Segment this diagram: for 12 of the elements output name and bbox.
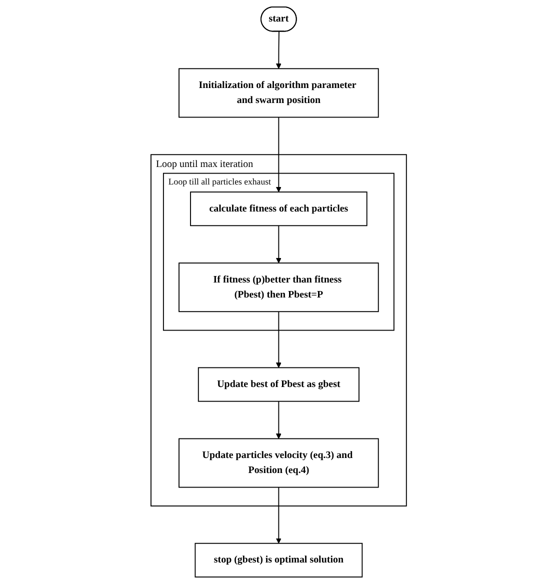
arrow <box>276 116 282 192</box>
arrow <box>276 311 282 368</box>
node-box: stop (gbest) is optimal solution <box>195 542 363 578</box>
node-box: Update best of Pbest as gbest <box>198 367 360 402</box>
node-box: If fitness (p)better than fitness (Pbest) then Pbest=P <box>178 262 380 312</box>
node-box: calculate fitness of each particles <box>190 192 368 226</box>
arrow <box>276 225 282 264</box>
arrow <box>276 31 282 69</box>
node-box: Update particles velocity (eq.3) and Position (eq.4) <box>178 438 380 488</box>
node-box: Initialization of algorithm parameter and swarm position <box>178 68 380 118</box>
arrow <box>276 486 282 544</box>
arrow <box>276 400 282 439</box>
